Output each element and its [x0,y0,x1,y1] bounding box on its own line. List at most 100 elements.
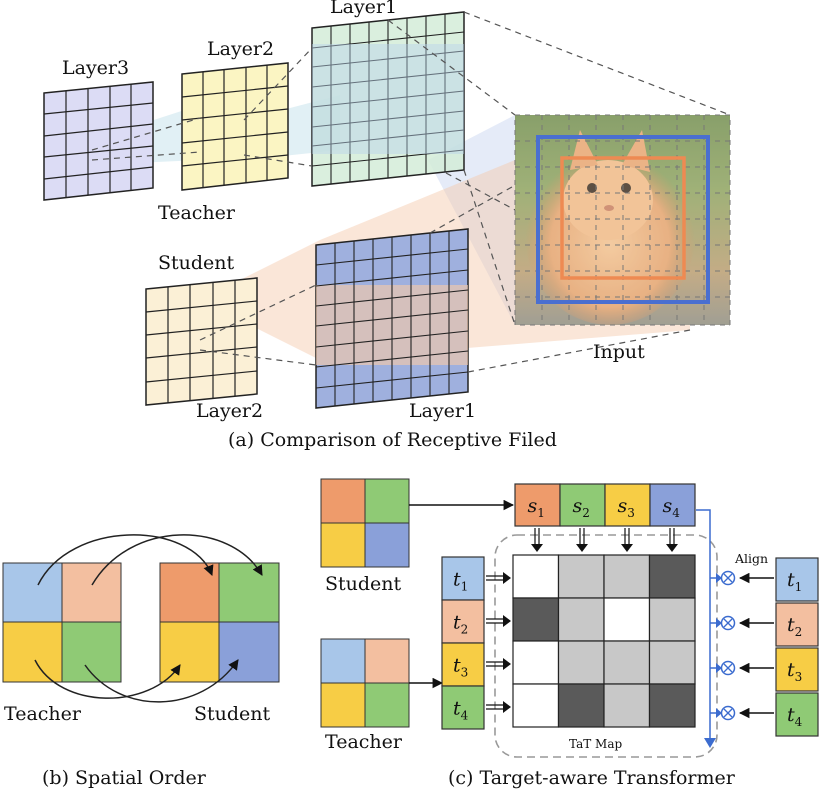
teacher-layer2-label: Layer2 [207,38,274,60]
align-multiply-node [710,660,774,676]
t-right-arrow [486,615,511,627]
tat-map-label: TaT Map [569,737,622,751]
t-token-text: t2 [453,612,468,637]
input-image [514,114,731,326]
panel-b-caption: (b) Spatial Order [42,767,207,789]
s-down-arrow [531,528,543,552]
s-token-2: s2 [559,483,606,527]
student-receptive-box [560,156,686,280]
s-down-arrow [576,528,588,552]
s-token-row: s1 s2 s3 s4 [514,483,696,527]
aligned-t-token-2: t2 [775,602,819,647]
teacher-layer1-label: Layer1 [330,0,397,18]
t-token-1: t1 [441,556,485,601]
t-right-arrow [486,572,511,584]
t-to-map-arrows [486,572,511,713]
aligned-t-token-1: t1 [775,557,819,602]
tat-map-border [494,534,718,758]
tat-map-cell [557,597,605,642]
panel-b-teacher-label: Teacher [4,703,82,725]
student-layer2-grid [145,277,258,406]
t-token-box [441,685,485,730]
aligned-t-token-text: t4 [787,704,803,729]
align-trunk-arrowhead [704,738,716,748]
align-label: Align [734,551,768,566]
t-token-column: t1 t2 t3 t4 [441,556,485,730]
t-token-text: t1 [453,569,468,594]
s-token-1: s1 [514,483,561,527]
tat-map-cell [512,640,560,685]
spatial-order-panel: Teacher Student (b) Spatial Order [2,534,280,789]
s-token-text: s4 [663,495,681,520]
tat-map [512,554,696,728]
teacher-layer3-label: Layer3 [62,57,129,79]
t-token-text: t3 [453,655,468,680]
aligned-t-token-box [775,647,819,692]
s-token-4: s4 [649,483,696,527]
teacher-layer1-grid [311,11,465,187]
t-token-text: t4 [453,698,469,723]
teacher-layer1-highlight [312,44,464,154]
aligned-t-token-3: t3 [775,647,819,692]
spatial-reorder-arrows [34,534,263,703]
t-right-arrow [486,658,511,670]
s-down-arrow [666,528,678,552]
teacher-layer2-grid [181,62,289,191]
teacher-layer3-grid [43,81,154,201]
tat-map-cell [603,640,651,685]
align-multiply-node [710,570,774,586]
s-token-box [649,483,696,527]
s-token-text: s1 [528,495,545,520]
t-token-box [441,599,485,644]
student-layer1-label: Layer1 [409,400,476,422]
tat-map-cell [557,683,605,728]
student-group-label: Student [158,252,235,274]
t-token-3: t3 [441,642,485,687]
tat-map-cell [557,554,605,599]
align-connectors [696,509,774,748]
receptive-field-panel: Layer3 Layer2 [43,0,731,451]
tat-map-cell [648,683,696,728]
student-layer1-grid [315,228,469,409]
aligned-t-token-box [775,692,819,737]
align-trunk [696,509,711,740]
tat-map-cell [603,597,651,642]
tat-student-feature [320,478,410,568]
t-token-box [441,556,485,601]
student-spatial-grid [159,562,280,683]
t-right-arrow [486,701,511,713]
t-token-box [441,642,485,687]
aligned-t-token-box [775,602,819,647]
aligned-t-token-4: t4 [775,692,819,737]
tat-map-cell [648,640,696,685]
teacher-receptive-box [536,135,710,304]
s-token-text: s2 [573,495,590,520]
tat-teacher-label: Teacher [325,731,403,753]
teacher-group-label: Teacher [158,202,236,224]
tat-student-label: Student [325,573,402,595]
panel-c-caption: (c) Target-aware Transformer [448,767,736,789]
panel-a-caption: (a) Comparison of Receptive Filed [228,429,557,451]
tat-map-cell [557,640,605,685]
align-multiply-node [710,615,774,631]
s-down-arrow [621,528,633,552]
s-token-box [604,483,651,527]
student-layer2-label: Layer2 [196,400,263,422]
s-token-3: s3 [604,483,651,527]
t-token-2: t2 [441,599,485,644]
aligned-t-token-box [775,557,819,602]
tat-map-cell [648,554,696,599]
aligned-t-token-text: t3 [787,659,802,684]
input-label: Input [593,341,645,363]
teacher-spatial-grid [2,562,122,683]
s-token-box [514,483,561,527]
tat-map-cell [603,683,651,728]
s-to-map-arrows [531,528,678,552]
s-token-text: s3 [618,495,635,520]
tat-map-cell [603,554,651,599]
align-multiply-node [710,705,774,721]
tat-map-cell [512,597,560,642]
